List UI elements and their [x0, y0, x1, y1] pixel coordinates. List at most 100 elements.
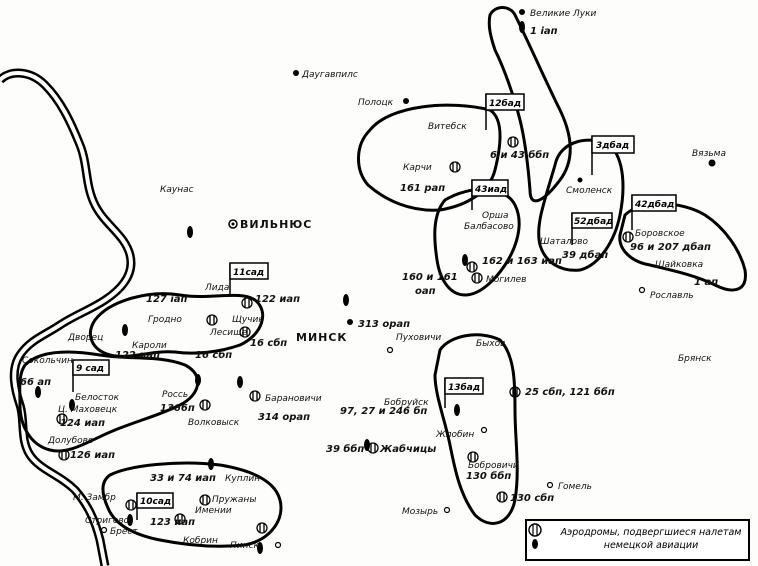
city-label: Россь	[162, 390, 188, 400]
flag-42dbad: 42дбад	[631, 194, 677, 230]
city-label: Рославль	[650, 291, 694, 301]
unit-label: 130 ббп	[466, 470, 511, 482]
city-label: МИНСК	[296, 331, 347, 344]
city-label: Пуховичи	[396, 333, 441, 343]
flag-label: 43иад	[474, 185, 507, 195]
city-label: Мозырь	[402, 507, 438, 517]
unit-label: 39 ббп	[326, 443, 364, 455]
city-label: Куплин	[225, 474, 260, 484]
city-label: Великие Луки	[530, 9, 597, 19]
city-label: ВИЛЬНЮС	[240, 218, 312, 231]
unit-label: 126 иап	[70, 450, 115, 461]
city-label: Лида	[204, 283, 229, 293]
unit-label: 97, 27 и 246 бп	[340, 405, 427, 417]
unit-label: 124 иап	[60, 418, 105, 429]
flag-label: 9 сад	[76, 364, 104, 374]
city-label: Сокольчин	[22, 356, 73, 366]
unit-label: 1 ап	[694, 277, 718, 288]
flag-label: 42дбад	[634, 199, 674, 210]
unit-label: 39 дбап	[562, 249, 608, 261]
flag-label: 10сад	[140, 497, 171, 507]
unit-label: 122 иап	[255, 294, 300, 305]
city-label: Лесище	[209, 328, 248, 338]
zone-shaikovka	[618, 202, 747, 292]
city-label: Кобрин	[183, 536, 218, 546]
city-label: Белосток	[75, 393, 120, 403]
map-legend: Аэродромы, подвергшиеся налетам немецкой…	[525, 519, 750, 561]
city-label: Карчи	[403, 163, 432, 173]
unit-label: 123 иап	[150, 517, 195, 528]
city-label: Могилев	[486, 275, 526, 285]
city-markers	[100, 9, 716, 549]
flag-label: 12бад	[489, 98, 521, 109]
unit-label: 122 иап	[115, 350, 160, 361]
city-label: Волковыск	[188, 418, 240, 428]
unit-label: 16 сбп	[195, 349, 232, 361]
unit-label: 1366п	[160, 403, 195, 414]
unit-label: 160 и 161	[402, 272, 458, 283]
unit-label: 16 сбп	[250, 337, 287, 349]
city-label: М. Замбр	[73, 493, 116, 503]
unit-label: 127 iап	[146, 294, 188, 305]
flag-43iad: 43иад	[471, 179, 509, 210]
unit-label: 66 ап	[20, 377, 51, 388]
flag-label: 52дбад	[574, 216, 613, 227]
zone-bobruisk	[433, 333, 519, 525]
city-label: Балбасово	[464, 222, 514, 232]
city-label: Быхов	[476, 339, 505, 349]
city-label: Щучин	[232, 315, 264, 325]
flag-10sad: 10сад	[136, 492, 174, 520]
city-label: Каунас	[160, 185, 194, 195]
flag-label: 11сад	[233, 268, 264, 278]
unit-label: 130 сбп	[510, 492, 554, 504]
flag-11sad: 11сад	[229, 262, 269, 296]
city-label: Барановичи	[265, 394, 322, 404]
unit-label: 6 и 43 ббп	[490, 149, 549, 161]
city-label: Гомель	[558, 482, 592, 492]
city-label: Шайковка	[655, 260, 703, 270]
city-label: Жабчицы	[379, 443, 436, 455]
flag-label: 13бад	[448, 382, 480, 393]
flag-52dbad: 52дбад	[571, 212, 613, 245]
city-label: Бобруйск	[384, 398, 429, 408]
unit-label: 161 рап	[400, 183, 445, 194]
city-label: Орша	[482, 211, 509, 221]
unit-label: 25 сбп, 121 ббп	[525, 386, 615, 398]
state-border	[0, 68, 136, 566]
city-label: Вязьма	[692, 149, 726, 159]
city-label: Кароли	[132, 341, 167, 351]
airfield-icon	[528, 523, 542, 549]
city-label: Смоленск	[566, 186, 613, 196]
city-label: Полоцк	[358, 98, 394, 108]
city-label: Стригово	[85, 516, 130, 526]
bomb-markers	[35, 21, 525, 554]
unit-label: 1 iап	[530, 26, 558, 37]
unit-label: 96 и 207 дбап	[630, 241, 711, 253]
flag-3dbad: 3дбад	[591, 135, 635, 175]
city-label: Брянск	[678, 354, 712, 364]
city-label: Жлобин	[435, 430, 474, 440]
city-label: Брест	[110, 527, 138, 537]
city-label: Дворец	[67, 333, 103, 343]
city-label: Шаталово	[540, 237, 588, 247]
city-label: Даугавпилс	[301, 70, 358, 80]
zone-belostok	[18, 350, 200, 453]
flag-13bad: 13бад	[444, 377, 484, 408]
flag-label: 3дбад	[596, 140, 629, 151]
flag-9sad: 9 сад	[72, 359, 110, 392]
city-label: Гродно	[148, 315, 182, 325]
flag-12sad: 12бад	[485, 93, 525, 130]
unit-label: 313 орап	[358, 319, 410, 330]
city-labels: Великие Луки Даугавпилс Полоцк Витебск В…	[22, 9, 726, 551]
unit-label: 162 и 163 иап	[482, 256, 562, 267]
city-label: Долубово	[47, 436, 94, 446]
unit-label: 33 и 74 иап	[150, 473, 216, 484]
hq-flags: 12бад 43иад 3дбад 52дбад 42дбад	[72, 93, 677, 520]
city-label: Пружаны	[212, 495, 256, 505]
city-label: Витебск	[428, 122, 467, 132]
city-label: Пинск	[230, 541, 259, 551]
city-label: Боровское	[635, 229, 685, 239]
city-label: Ц. Маховецк	[58, 405, 118, 415]
